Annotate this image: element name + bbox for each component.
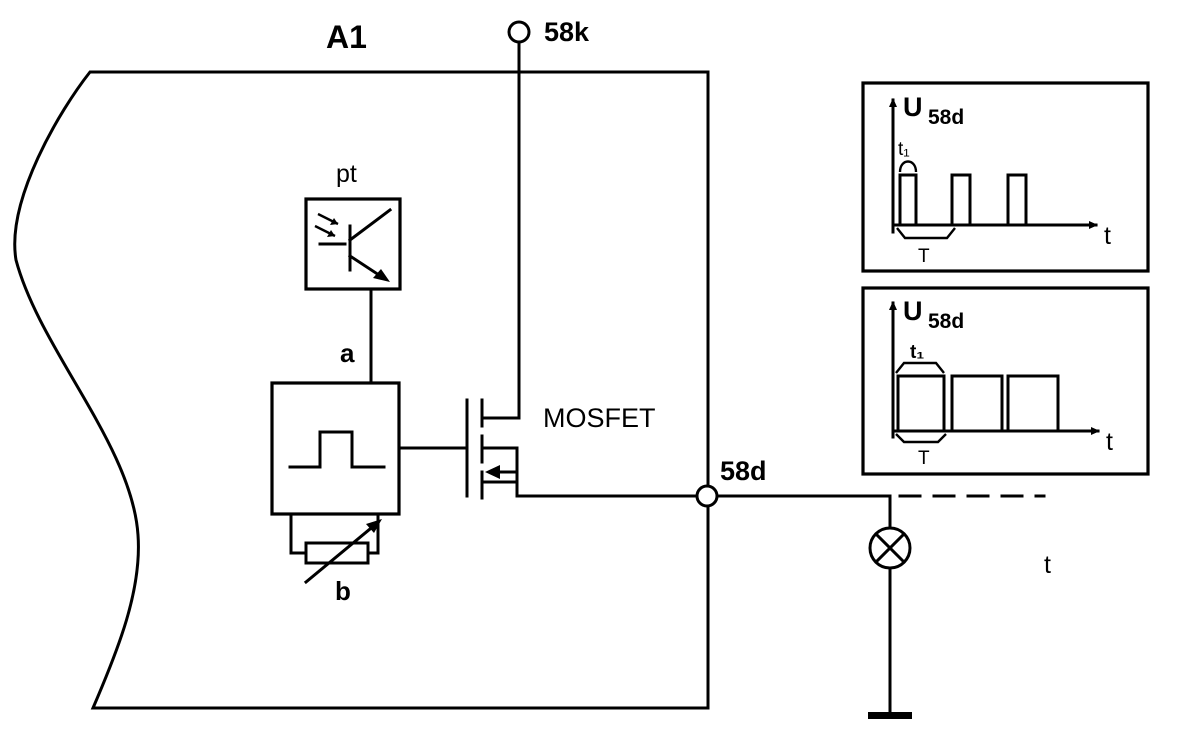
mosfet-label: MOSFET [543,403,656,433]
graph-1-y-label: U [903,92,923,122]
graph-2-pulses [896,374,1060,433]
graph-1-x-label: t [1104,222,1111,250]
phototransistor [304,197,402,291]
ground-icon [868,712,912,719]
pulse-generator [270,381,401,516]
wire-58k-drain [480,40,521,420]
terminal-58d-label: 58d [720,456,767,486]
stray-t-label: t [1044,551,1051,579]
phototransistor-label: pt [336,160,357,188]
mosfet [465,398,519,500]
graph-2-y-sub: 58d [928,310,964,333]
module-label: A1 [326,19,367,55]
graph-1-pulse-label: t₁ [898,139,910,160]
lamp-cross-icon [868,526,912,570]
graph-1: U 58d t₁ T t [861,81,1150,273]
graph-2-period-label: T [918,448,930,469]
graph-1-pulses [898,173,1028,227]
potentiometer-b-label: b [335,576,351,606]
graph-2-y-label: U [903,296,923,326]
graph-2-pulse-label: t₁ [910,342,924,363]
terminal-58d [695,484,719,508]
graph-1-y-sub: 58d [928,106,964,129]
graph-2: U 58d t₁ T t [861,286,1150,476]
graph-2-x-label: t [1106,428,1113,456]
potentiometer-b [289,512,382,585]
terminal-58k [507,20,531,44]
graph-1-period-label: T [918,246,930,267]
terminal-58k-label: 58k [544,17,590,47]
wire-a-label: a [340,338,355,368]
module-outline [13,70,710,710]
